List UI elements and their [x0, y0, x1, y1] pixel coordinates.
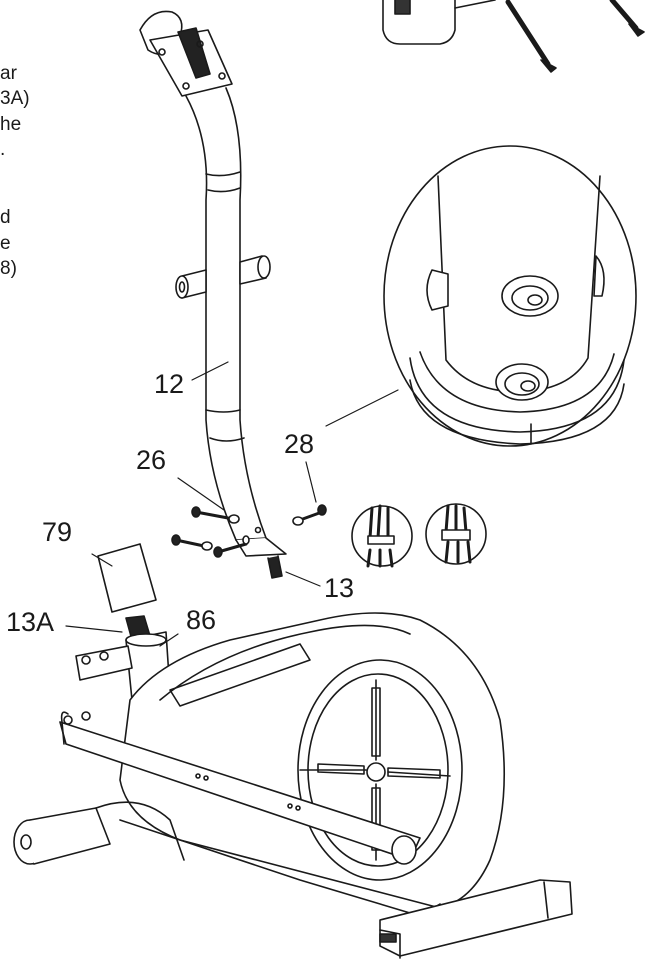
leader-lines: [65, 361, 399, 647]
callout-28: 28: [284, 429, 315, 459]
instruction-text-fragment-2: 3A): [0, 88, 30, 109]
hardware-set: [171, 504, 327, 558]
main-frame: [13, 612, 573, 959]
callout-13: 13: [324, 573, 355, 603]
instruction-text-fragment-4: .: [0, 139, 6, 160]
callout-86: 86: [186, 605, 217, 635]
instruction-text-fragment-7: 8): [0, 258, 17, 279]
instruction-text-fragment-6: e: [0, 233, 11, 254]
wire-clip-detail-1: [351, 504, 413, 568]
instruction-text-fragment-1: ar: [0, 63, 17, 84]
callout-13a: 13A: [6, 607, 55, 637]
top-bracket-detail: [382, 0, 496, 45]
callout-12: 12: [154, 369, 185, 399]
manual-card: [97, 543, 157, 613]
detail-circle: [383, 145, 637, 447]
cable-connector-13: [267, 555, 283, 579]
handlebar-mast: [139, 10, 287, 557]
instruction-text-fragment-3: he: [0, 114, 22, 135]
bolt-long-1: [505, 0, 557, 73]
instruction-text-fragment-5: d: [0, 207, 11, 228]
callout-26: 26: [136, 445, 167, 475]
callout-79: 79: [42, 517, 73, 547]
bolt-long-2: [609, 0, 645, 37]
wire-clip-detail-2: [425, 503, 487, 565]
